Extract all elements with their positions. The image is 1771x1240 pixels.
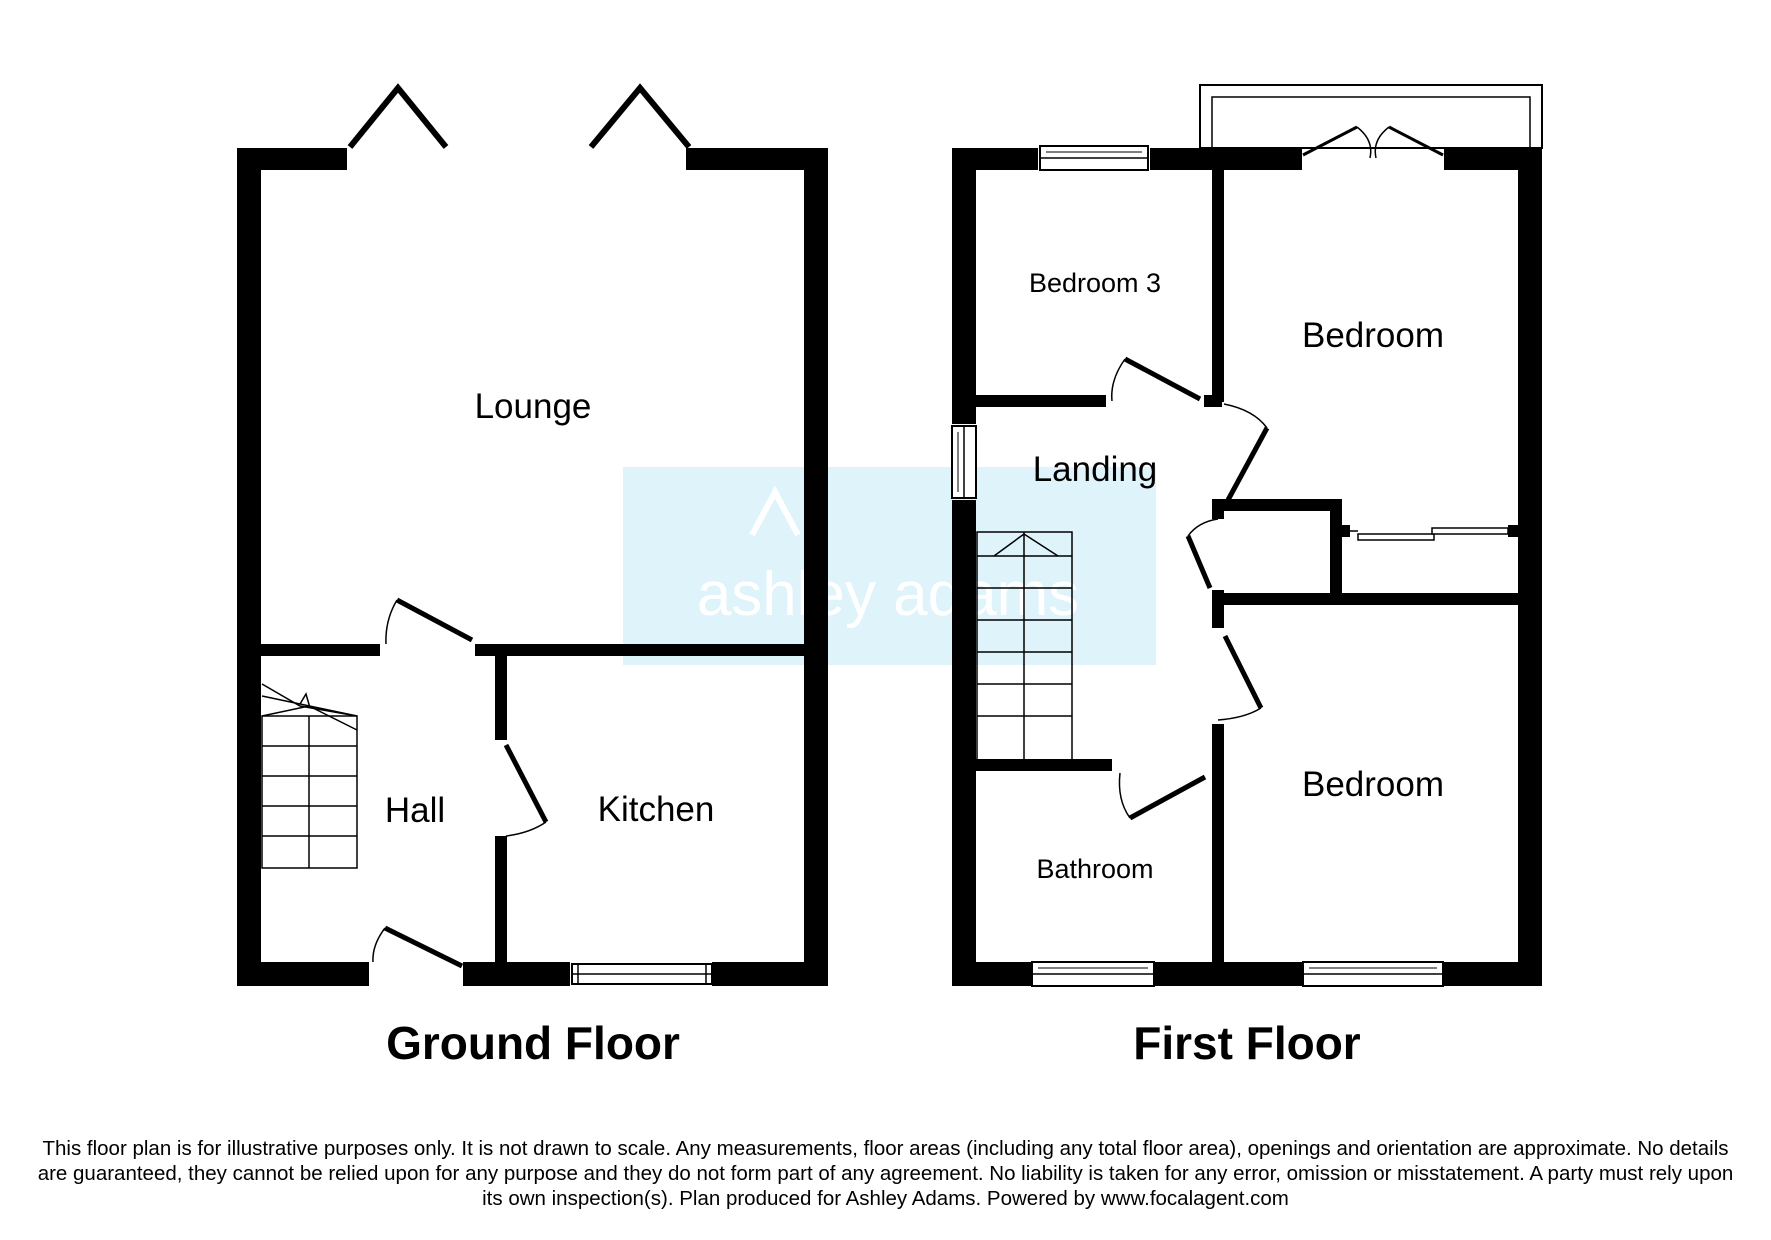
ff-balcony-doors-icon <box>1302 125 1444 157</box>
first-floor-plan <box>952 148 1542 986</box>
ff-wall-bedroom3-south <box>976 395 1106 407</box>
ff-wardrobe-sliding-doors-icon <box>1350 527 1509 541</box>
ground-floor-plan <box>237 148 828 986</box>
gf-lounge-door-left-icon <box>347 83 449 149</box>
ff-balcony-inner <box>1211 96 1531 149</box>
ff-wall-top-right <box>1444 148 1542 170</box>
ff-wall-landing-east-lower <box>1212 724 1224 964</box>
ff-bedroom-front-door-swing-icon <box>1217 707 1262 721</box>
ff-wall-right <box>1518 148 1542 986</box>
gf-wall-bottom-left <box>237 962 369 986</box>
ff-wall-cupboard-east <box>1330 499 1342 597</box>
ff-wall-bottom-right <box>1443 962 1542 986</box>
ff-wall-mid-horizontal <box>1220 593 1518 605</box>
gf-wall-bottom-right <box>712 962 828 986</box>
room-label-lounge: Lounge <box>475 387 592 426</box>
room-label-kitchen: Kitchen <box>598 790 715 829</box>
ff-wall-landing-east-mid <box>1212 590 1224 628</box>
ff-wall-top-mid <box>1150 148 1302 170</box>
room-label-bedroom-front: Bedroom <box>1302 765 1444 804</box>
ff-cupboard-door-swing-icon <box>1187 518 1219 537</box>
ff-bedroom3-door-swing-icon <box>1111 358 1126 402</box>
ground-floor-details <box>261 83 713 985</box>
watermark: ashley adams <box>623 467 1156 665</box>
watermark-box <box>623 467 1156 665</box>
gf-wall-right <box>804 148 828 986</box>
ff-balcony-door-swing-right-icon <box>1374 126 1390 159</box>
gf-wall-hall-top <box>261 644 380 656</box>
first-floor-details <box>951 84 1543 987</box>
gf-wall-top-right <box>686 148 828 170</box>
ff-wall-left-upper <box>952 148 976 424</box>
gf-wall-kitchen-top <box>475 644 804 656</box>
ff-stairs-icon <box>976 531 1073 761</box>
gf-kitchen-door-leaf-icon <box>503 743 549 824</box>
gf-front-door-swing-icon <box>372 927 386 963</box>
gf-lounge-door-right-icon <box>588 83 692 149</box>
disclaimer-text: This floor plan is for illustrative purp… <box>37 1137 1734 1210</box>
ff-balcony-outline <box>1199 84 1543 149</box>
ff-wall-top-left <box>952 148 1038 170</box>
ff-wall-stub-upper <box>1204 395 1222 407</box>
gf-lounge-door-leaf-icon <box>395 597 474 643</box>
gf-stairs-icon <box>261 683 358 869</box>
gf-wall-bottom-mid <box>463 962 570 986</box>
room-label-hall: Hall <box>385 791 445 830</box>
gf-wall-hall-kitchen-upper <box>495 650 507 740</box>
room-label-bedroom-3: Bedroom 3 <box>1029 268 1161 298</box>
gf-lounge-door-swing-icon <box>385 599 398 645</box>
first-floor-labels: Bedroom 3 Bedroom Landing Bedroom Bathro… <box>1029 268 1444 1069</box>
gf-front-door-leaf-icon <box>383 925 464 969</box>
watermark-logo-icon <box>749 485 801 537</box>
ff-bedroom-rear-door-swing-icon <box>1223 403 1268 429</box>
gf-wall-top-left <box>237 148 347 170</box>
floor-title-ground: Ground Floor <box>386 1017 680 1069</box>
ff-bedroom-rear-door-leaf-icon <box>1225 426 1270 502</box>
ff-wall-bottom-mid <box>1154 962 1303 986</box>
ff-wall-cupboard-top <box>1212 499 1338 511</box>
gf-wall-hall-kitchen-lower <box>495 836 507 966</box>
ff-wall-bedroom3-east <box>1212 165 1224 402</box>
ff-wall-bathroom-top <box>976 759 1112 771</box>
ff-balcony-door-swing-left-icon <box>1356 126 1372 159</box>
ff-wall-bottom-left <box>952 962 1031 986</box>
gf-kitchen-door-swing-icon <box>505 821 547 837</box>
gf-wall-left <box>237 148 261 986</box>
watermark-brand: ashley adams <box>697 560 1080 629</box>
ff-bathroom-door-swing-icon <box>1118 772 1131 819</box>
ff-wall-stub-wardrobe <box>1508 525 1518 537</box>
ff-bedroom3-door-leaf-icon <box>1123 356 1202 402</box>
ff-bedroom-front-door-leaf-icon <box>1222 634 1264 710</box>
floor-title-first: First Floor <box>1133 1017 1361 1069</box>
ff-cupboard-door-leaf-icon <box>1185 535 1213 589</box>
room-label-landing: Landing <box>1033 450 1158 489</box>
ff-bathroom-door-leaf-icon <box>1128 774 1207 821</box>
ground-floor-labels: Lounge Hall Kitchen Ground Floor <box>385 387 715 1069</box>
ff-wall-stub-cupboard <box>1342 525 1350 537</box>
room-label-bathroom: Bathroom <box>1036 854 1153 884</box>
ff-wall-left-lower <box>952 500 976 986</box>
room-label-bedroom-rear: Bedroom <box>1302 316 1444 355</box>
